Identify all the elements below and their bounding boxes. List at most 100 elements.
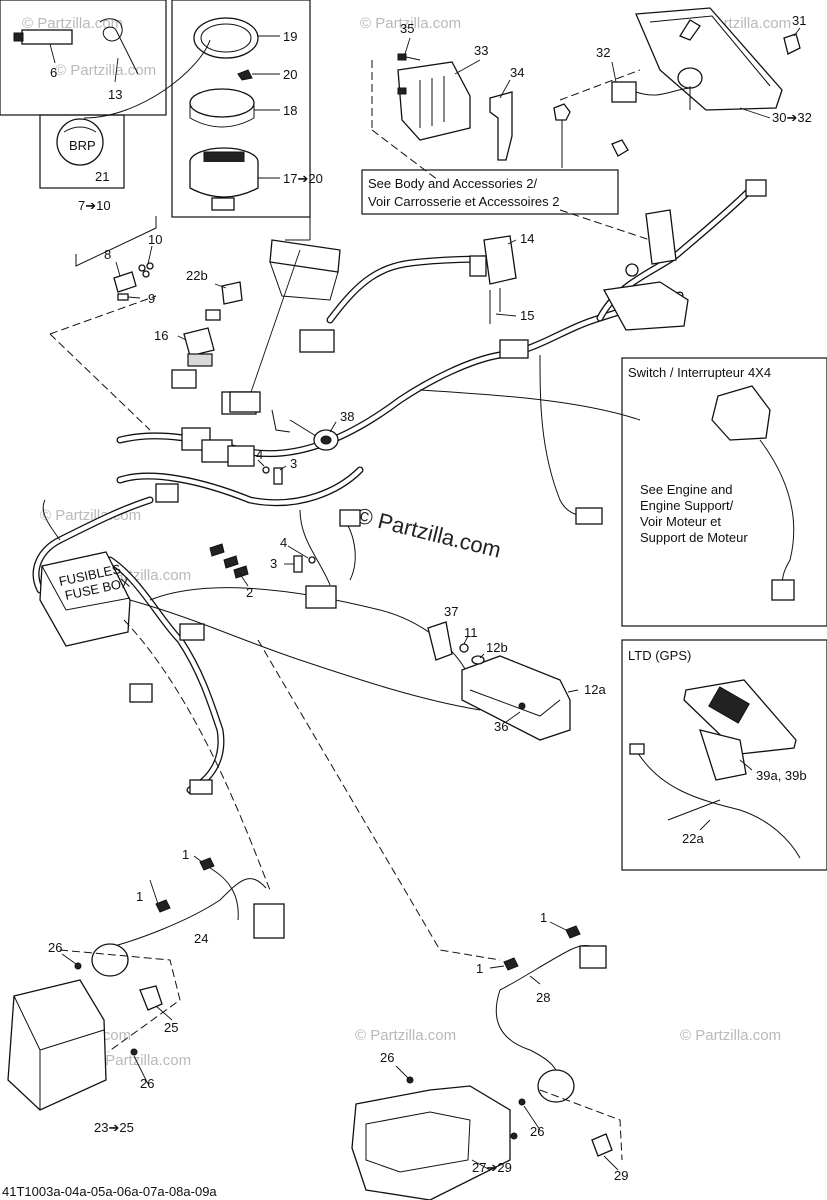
callout: 1 [136, 889, 143, 904]
connector [745, 179, 767, 197]
callout: 3 [270, 556, 277, 571]
screw [397, 53, 407, 61]
note-box [361, 169, 619, 215]
callout: 35 [400, 21, 414, 36]
watermark-text: © Partzilla.com [55, 62, 156, 79]
callout: 22b [186, 268, 208, 283]
mount-bracket [427, 621, 579, 741]
headlight-bulb [139, 985, 163, 1011]
switch-housing [602, 281, 689, 331]
fuse-box-body [39, 551, 131, 647]
component-37 [427, 621, 453, 661]
note-line: Voir Carrosserie et Accessoires 2 [368, 194, 559, 209]
callout: 23➔25 [94, 1120, 134, 1135]
clip [199, 857, 215, 871]
callout: 7➔10 [78, 198, 111, 213]
callout: 26 [380, 1050, 394, 1065]
connector [189, 779, 213, 795]
callout: 26 [140, 1076, 154, 1091]
callout: 12b [486, 640, 508, 655]
callout: 33 [474, 43, 488, 58]
fuse [117, 293, 129, 301]
callout: 13 [108, 87, 122, 102]
power-outlet [271, 409, 339, 451]
fuse-box: FUSIBLES FUSE BOX [39, 551, 131, 647]
relay-22b [221, 281, 243, 305]
sealant-cap [13, 32, 24, 42]
clip [155, 899, 171, 913]
connector [227, 445, 255, 467]
callout: 22a [682, 831, 704, 846]
instrument-cluster [559, 7, 801, 168]
callout: 1 [540, 910, 547, 925]
gauge-logo: BRP [69, 138, 96, 153]
inset-ltd-gps: LTD (GPS) [621, 639, 827, 871]
callout: 26 [48, 940, 62, 955]
cluster-connector [611, 81, 637, 103]
watermark-center: © Partzilla.com [354, 503, 504, 563]
inset-title: LTD (GPS) [628, 648, 691, 663]
watermark-text: © Partzilla.com [22, 15, 123, 32]
callout: 1 [182, 847, 189, 862]
callout: 11 [464, 625, 478, 640]
callout: 20 [283, 67, 297, 82]
module-assembly [371, 37, 571, 181]
callout: 29 [614, 1168, 628, 1183]
gauge-decal [56, 118, 104, 166]
callout: 15 [520, 308, 534, 323]
control-module [397, 61, 471, 141]
callout: 4 [256, 447, 263, 462]
clip [565, 925, 581, 939]
module-bracket [489, 91, 513, 161]
clip [209, 543, 225, 557]
harness-24-connector [253, 903, 285, 939]
callout: 1 [476, 961, 483, 976]
bulb-socket-right [537, 1069, 575, 1103]
callout: 3 [290, 456, 297, 471]
callout: 27➔29 [472, 1160, 512, 1175]
clip [503, 957, 519, 971]
callout: 8 [104, 247, 111, 262]
note-line: See Engine and [640, 482, 733, 497]
connector [299, 329, 335, 353]
harness-connectors [129, 179, 767, 795]
callout: 30➔32 [772, 110, 812, 125]
callout: 34 [510, 65, 524, 80]
inset-title: Switch / Interrupteur 4X4 [628, 365, 771, 380]
headlight-right [257, 639, 623, 1200]
screw [397, 87, 407, 95]
callout: 4 [280, 535, 287, 550]
gauge-ring [193, 17, 259, 59]
switch-connector [645, 209, 677, 265]
callout: 26 [530, 1124, 544, 1139]
callout: 36 [494, 719, 508, 734]
connector [305, 585, 337, 609]
headlight-bulb [591, 1133, 613, 1157]
gps-connector [629, 743, 645, 755]
callout: 25 [164, 1020, 178, 1035]
switch-block [559, 209, 689, 331]
note-line: See Body and Accessories 2/ [368, 176, 537, 191]
callout: 18 [283, 103, 297, 118]
bracket-12a [461, 655, 571, 741]
note-line: Engine Support/ [640, 498, 734, 513]
gauge-lens [189, 88, 255, 118]
callout: 16 [154, 328, 168, 343]
indicator-bulb [783, 33, 801, 55]
watermark-text: © Partzilla.com [90, 1052, 191, 1069]
switch-4x4 [711, 385, 771, 441]
relay-16 [183, 327, 215, 357]
bulb-socket [677, 67, 703, 89]
callout: 2 [246, 585, 253, 600]
cluster-housing [635, 7, 783, 111]
gauge-clip [237, 69, 253, 81]
callout: 9 [148, 291, 155, 306]
callout: 37 [444, 604, 458, 619]
inset-box [621, 639, 827, 871]
connector [155, 483, 179, 503]
fuse-holder [113, 271, 137, 293]
callout: 19 [283, 29, 297, 44]
gps-screen [708, 686, 750, 724]
relay-parts [49, 216, 261, 431]
